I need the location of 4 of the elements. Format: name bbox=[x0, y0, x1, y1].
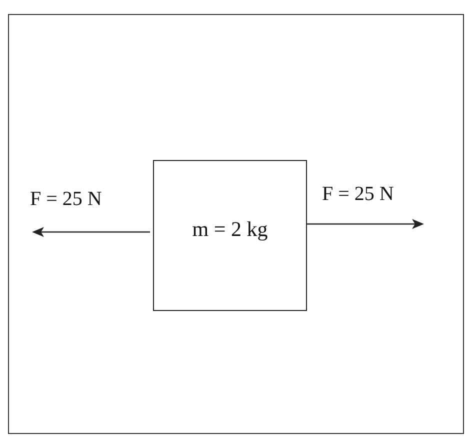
mass-block bbox=[153, 160, 307, 311]
mass-label: m = 2 kg bbox=[191, 217, 269, 242]
force-label: F = 25 N bbox=[30, 188, 102, 211]
force-label: F = 25 N bbox=[322, 183, 394, 206]
